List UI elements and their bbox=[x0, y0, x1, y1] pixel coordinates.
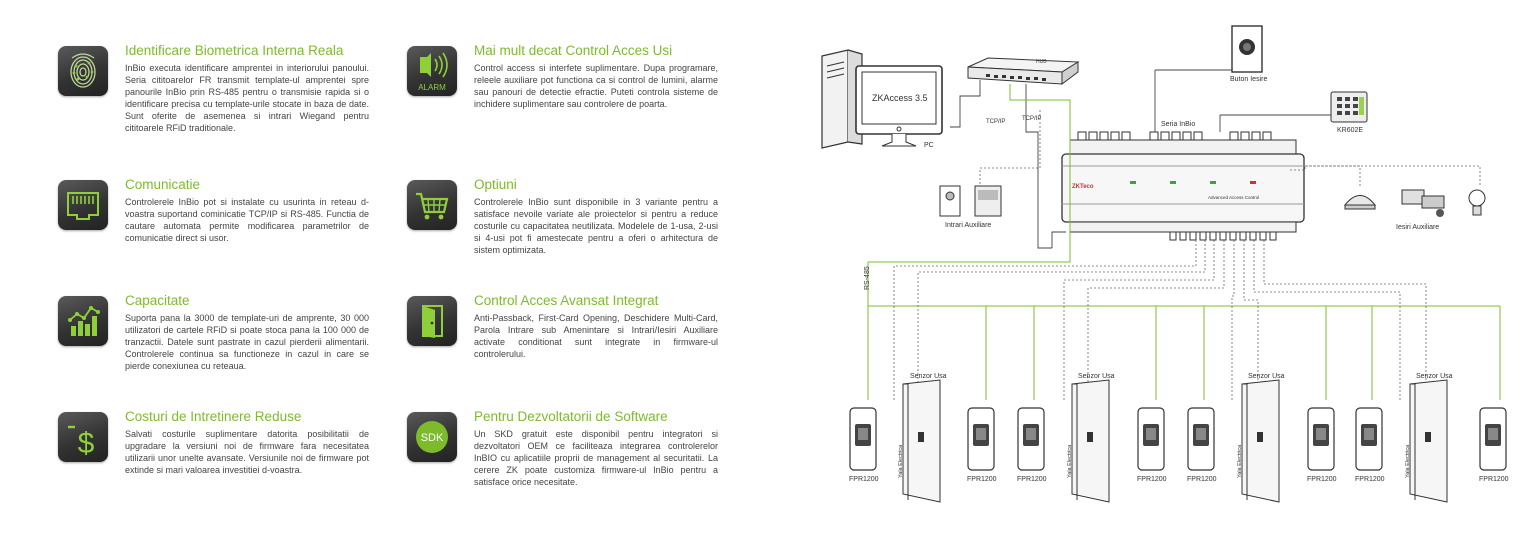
exit-button-device bbox=[1231, 25, 1263, 73]
reader-label: FPR1200 bbox=[1137, 476, 1167, 483]
door-group-3 bbox=[1241, 379, 1383, 503]
feature-title: Mai mult decat Control Acces Usi bbox=[474, 43, 673, 58]
feature-title: Capacitate bbox=[125, 293, 190, 308]
feature-title: Identificare Biometrica Interna Reala bbox=[125, 43, 344, 58]
green-bus bbox=[867, 84, 1501, 400]
svg-text:SDK: SDK bbox=[421, 432, 444, 444]
feature-title: Costuri de Intretinere Reduse bbox=[125, 409, 302, 424]
network-switch bbox=[967, 57, 1080, 85]
door-group-2 bbox=[1071, 379, 1215, 503]
door-sensor-label: Senzor Usa bbox=[910, 373, 947, 380]
switch-text: HUB bbox=[1036, 59, 1047, 65]
door-group-4 bbox=[1409, 379, 1507, 503]
svg-text:ALARM: ALARM bbox=[418, 83, 446, 92]
reader-label: FPR1200 bbox=[967, 476, 997, 483]
door-group-1 bbox=[849, 379, 1045, 503]
feature-text: Suporta pana la 3000 de template-uri de … bbox=[125, 313, 369, 372]
shopping-cart-icon bbox=[407, 180, 457, 230]
aux-output-label: Iesiri Auxiliare bbox=[1396, 224, 1440, 231]
feature-title: Optiuni bbox=[474, 177, 517, 192]
solid-connections bbox=[950, 69, 1331, 249]
lock-label: Yala Electrica bbox=[1237, 444, 1243, 478]
lock-label: Yala Electrica bbox=[1067, 444, 1073, 478]
feature-title: Pentru Dezvoltatorii de Software bbox=[474, 409, 668, 424]
bar-chart-icon bbox=[58, 296, 108, 346]
tcpip-label-1: TCP/IP bbox=[986, 119, 1006, 125]
door-sensor-label: Senzor Usa bbox=[1248, 373, 1285, 380]
svg-text:Advanced Access Control: Advanced Access Control bbox=[1208, 195, 1259, 200]
inbio-controller: ZKTeco Advanced Access Control bbox=[1061, 131, 1305, 241]
reader-label: FPR1200 bbox=[1355, 476, 1385, 483]
controller-label: Seria InBio bbox=[1161, 121, 1196, 128]
rs485-label: RS-485 bbox=[864, 266, 871, 290]
reader-label: FPR1200 bbox=[1479, 476, 1509, 483]
feature-title: Comunicatie bbox=[125, 177, 201, 192]
exit-button-label: Buton Iesire bbox=[1230, 76, 1268, 83]
feature-title: Control Acces Avansat Integrat bbox=[474, 293, 659, 308]
alarm-icon: ALARM bbox=[407, 46, 457, 96]
lock-label: Yala Electrica bbox=[1405, 444, 1411, 478]
tcpip-label-2: TCP/IP bbox=[1022, 116, 1042, 122]
reader-label: FPR1200 bbox=[1017, 476, 1047, 483]
aux-output-devices bbox=[1343, 189, 1486, 217]
feature-text: Controlerele InBio pot si instalate cu u… bbox=[125, 197, 369, 244]
feature-text: InBio executa identificare amprentei in … bbox=[125, 63, 369, 134]
exit-button-text: EXIT bbox=[1242, 59, 1251, 64]
door-icon bbox=[407, 296, 457, 346]
aux-input-devices bbox=[939, 185, 1002, 217]
lock-label: Yala Electrica bbox=[898, 444, 904, 478]
feature-text: Salvati costurile suplimentare datorita … bbox=[125, 429, 369, 476]
system-diagram: ZKTeco Advanced Access Control bbox=[800, 0, 1522, 541]
reader-label: FPR1200 bbox=[1187, 476, 1217, 483]
keypad-device bbox=[1330, 91, 1368, 123]
diagram-canvas: ZKTeco Advanced Access Control bbox=[821, 25, 1507, 503]
feature-text: Control access si interfete suplimentare… bbox=[474, 63, 718, 110]
reader-label: FPR1200 bbox=[1307, 476, 1337, 483]
fingerprint-icon bbox=[58, 46, 108, 96]
svg-text:$: $ bbox=[78, 427, 95, 460]
dashed-connections bbox=[893, 110, 1481, 400]
door-sensor-label: Senzor Usa bbox=[1078, 373, 1115, 380]
door-sensor-label: Senzor Usa bbox=[1416, 373, 1453, 380]
reader-label: FPR1200 bbox=[849, 476, 879, 483]
dollar-icon: $ bbox=[58, 412, 108, 462]
feature-text: Anti-Passback, First-Card Opening, Desch… bbox=[474, 313, 718, 360]
pc-screen-text: ZKAccess 3.5 bbox=[872, 93, 928, 103]
sdk-icon: SDK bbox=[407, 412, 457, 462]
feature-text: Un SKD gratuit este disponibil pentru in… bbox=[474, 429, 718, 488]
aux-input-label: Intrari Auxiliare bbox=[945, 222, 992, 229]
pc-label: PC bbox=[924, 142, 934, 149]
svg-text:ZKTeco: ZKTeco bbox=[1072, 184, 1094, 190]
pc-monitor bbox=[855, 65, 943, 147]
keypad-label: KR602E bbox=[1337, 127, 1364, 134]
network-port-icon bbox=[58, 180, 108, 230]
feature-text: Controlerele InBio sunt disponibile in 3… bbox=[474, 197, 718, 256]
